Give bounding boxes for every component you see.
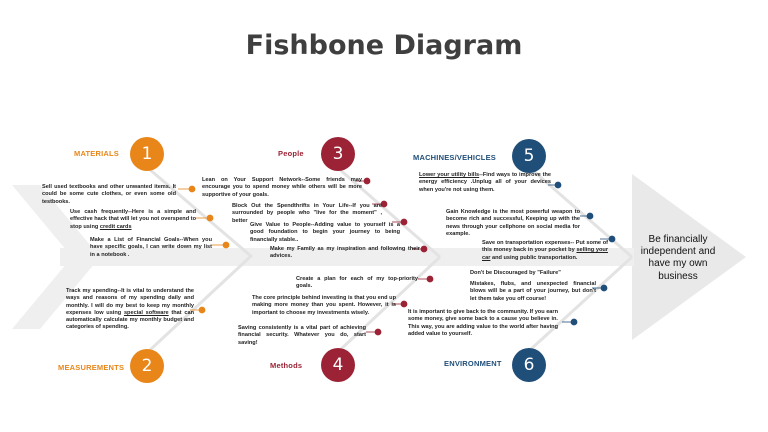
- bone-measurements: [148, 255, 252, 352]
- category-label-materials: MATERIALS: [74, 149, 119, 158]
- note-methods-investing: The core principle behind investing is t…: [252, 295, 396, 316]
- bone-materials: [147, 166, 253, 259]
- badge-materials: 1: [130, 137, 164, 171]
- badge-people: 3: [321, 137, 355, 171]
- note-text: Save on transportation expenses-- Put so…: [482, 240, 608, 254]
- bone-environment: [528, 255, 634, 352]
- badge-machines: 5: [512, 139, 546, 173]
- note-text: Use cash frequently--Here is a simple an…: [70, 209, 196, 230]
- note-methods-plan: Create a plan for each of my top-priorit…: [296, 276, 418, 290]
- note-machines-transportation: Save on transportation expenses-- Put so…: [482, 240, 608, 262]
- category-label-measurements: MEASUREMENTS: [58, 363, 125, 372]
- bone-methods: [338, 255, 442, 352]
- note-text: Track my spending--It is vital to unders…: [66, 288, 194, 316]
- note-environment-mistakes: Mistakes, flubs, and unexpected financia…: [470, 281, 596, 302]
- note-text: that can automatically calculate my mont…: [66, 309, 194, 331]
- badge-environment: 6: [512, 348, 546, 382]
- selling-car-link[interactable]: selling your car: [482, 247, 608, 261]
- note-environment-discouraged: Don't be Discouraged by "Failure": [470, 270, 561, 276]
- bone-machines: [529, 166, 633, 259]
- bone-people: [337, 166, 441, 259]
- fish-head: [632, 174, 746, 340]
- note-people-family: Make my Family as my inspiration and fol…: [270, 246, 420, 260]
- category-label-environment: ENVIRONMENT: [444, 359, 502, 368]
- note-environment-give-back: It is important to give back to the comm…: [408, 309, 559, 337]
- note-measurements-track-spending: Track my spending--It is vital to unders…: [66, 288, 194, 332]
- note-materials-sell-items: Sell used textbooks and other unwanted i…: [42, 184, 176, 205]
- note-people-spendthrifts: Block Out the Spendthrifts in Your Life-…: [232, 203, 382, 224]
- note-materials-use-cash: Use cash frequently--Here is a simple an…: [70, 209, 196, 231]
- category-label-machines: MACHINES/VEHICLES: [413, 153, 496, 162]
- note-people-support-network: Lean on Your Support Network--Some frien…: [202, 177, 362, 198]
- credit-cards-link[interactable]: credit cards: [99, 223, 132, 230]
- note-text: --Find ways to improve the energy effici…: [419, 172, 551, 193]
- goal-text: Be financially independent and have my o…: [640, 234, 716, 282]
- note-text: and using public transportation.: [491, 254, 578, 261]
- special-software-link[interactable]: special software: [123, 309, 169, 316]
- badge-methods: 4: [321, 348, 355, 382]
- note-materials-financial-goals: Make a List of Financial Goals--When you…: [90, 237, 212, 258]
- note-machines-utility: Lower your utility bills--Find ways to i…: [419, 172, 551, 194]
- badge-measurements: 2: [130, 349, 164, 383]
- page-title: Fishbone Diagram: [245, 30, 523, 61]
- category-label-methods: Methods: [270, 361, 303, 370]
- note-people-give-value: Give Value to People--Adding value to yo…: [250, 222, 400, 243]
- fish-spine: [60, 248, 634, 266]
- note-methods-saving: Saving consistently is a vital part of a…: [238, 325, 366, 346]
- category-label-people: People: [278, 149, 304, 158]
- utility-bills-link[interactable]: Lower your utility bills: [419, 172, 480, 178]
- note-machines-knowledge: Gain Knowledge is the most powerful weap…: [446, 209, 580, 237]
